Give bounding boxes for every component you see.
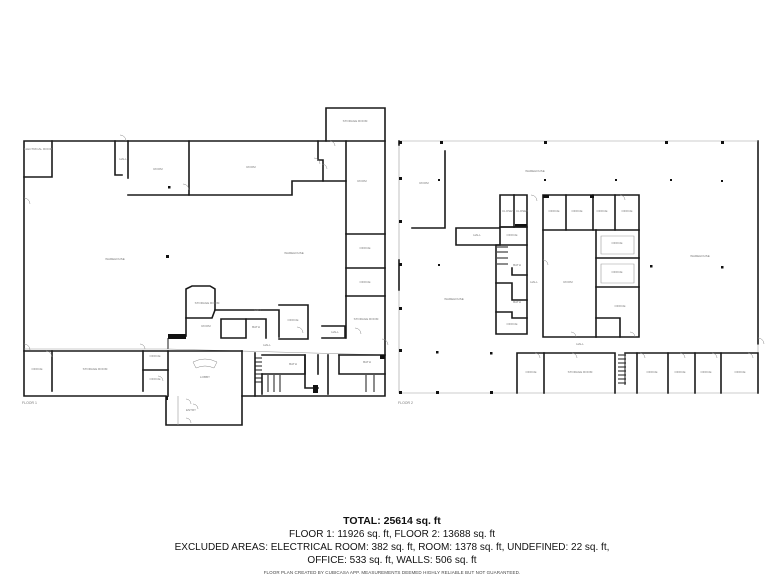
room-label: WAREHOUSE <box>444 297 464 301</box>
excluded-areas: EXCLUDED AREAS: ELECTRICAL ROOM: 382 sq.… <box>174 542 610 553</box>
room-label: WAREHOUSE <box>284 251 304 255</box>
room-label: OFFICE <box>288 318 299 322</box>
room-label: BATH <box>513 300 521 304</box>
room-label: OFFICE <box>32 367 43 371</box>
room-label: OFFICE <box>612 270 623 274</box>
room-label: OFFICE <box>612 241 623 245</box>
room-label: OFFICE <box>597 209 608 213</box>
room-label: STORAGE ROOM <box>195 301 220 305</box>
room-label: STORAGE ROOM <box>568 370 593 374</box>
room-label: CLOSET <box>516 209 528 213</box>
room-label: LOBBY <box>200 375 210 379</box>
total-area: TOTAL: 25614 sq. ft <box>343 515 441 527</box>
room-label: CLOSET <box>502 209 514 213</box>
room-label: OFFICE <box>150 377 161 381</box>
room-label: STORAGE ROOM <box>343 119 368 123</box>
room-label: HALL <box>254 308 262 312</box>
floor-2-label: FLOOR 2 <box>398 401 413 405</box>
floor-areas: FLOOR 1: 11926 sq. ft, FLOOR 2: 13688 sq… <box>288 529 496 540</box>
room-label: ROOM <box>201 324 211 328</box>
room-label: STORAGE ROOM <box>83 367 108 371</box>
floor-2-outer-wall <box>398 140 759 394</box>
floor-1-plan: ELECTRICAL ROOM HALL ROOM ROOM STORAGE ROOM R… <box>23 107 389 426</box>
room-label: STORAGE ROOM <box>354 317 379 321</box>
room-label: BATH <box>363 360 371 364</box>
room-label: WAREHOUSE <box>690 254 710 258</box>
door-icons <box>23 134 389 424</box>
floor-1-label: FLOOR 1 <box>22 401 37 405</box>
stairs-icon <box>618 353 626 385</box>
disclaimer: FLOOR PLAN CREATED BY CUBICASA APP. MEAS… <box>263 570 521 575</box>
room-label: OFFICE <box>647 370 658 374</box>
room-label: OFFICE <box>507 322 518 326</box>
door-icons <box>530 194 765 359</box>
room-label: ENTRY <box>186 408 196 412</box>
room-label: BATH <box>252 325 260 329</box>
room-label: HALL <box>331 330 339 334</box>
room-label: OFFICE <box>735 370 746 374</box>
room-label: HALL <box>473 233 481 237</box>
room-label: ELECTRICAL ROOM <box>24 147 53 151</box>
room-label: HALL <box>119 157 127 161</box>
room-label: OFFICE <box>675 370 686 374</box>
room-label: WAREHOUSE <box>105 257 125 261</box>
room-label: OFFICE <box>507 233 518 237</box>
room-label: OFFICE <box>615 304 626 308</box>
room-label: ROOM <box>357 179 367 183</box>
column-markers <box>399 141 724 394</box>
room-label: ROOM <box>246 165 256 169</box>
room-label: OFFICE <box>701 370 712 374</box>
room-label: WAREHOUSE <box>525 169 545 173</box>
room-label: ROOM <box>153 167 163 171</box>
room-label: ROOM <box>563 280 573 284</box>
room-label: HALL <box>576 342 584 346</box>
room-label: OFFICE <box>572 209 583 213</box>
room-label: HALL <box>263 343 271 347</box>
stairs-icon <box>255 357 262 383</box>
floor-1-room-labels: ELECTRICAL ROOM HALL ROOM ROOM STORAGE ROOM R… <box>24 119 379 412</box>
room-label: BATH <box>513 263 521 267</box>
room-label: OFFICE <box>526 370 537 374</box>
room-label: ROOM <box>419 181 429 185</box>
room-label: OFFICE <box>549 209 560 213</box>
excluded-areas-continued: OFFICE: 533 sq. ft, WALLS: 506 sq. ft <box>307 555 477 566</box>
room-label: OFFICE <box>360 280 371 284</box>
room-label: OFFICE <box>360 246 371 250</box>
room-label: OFFICE <box>150 354 161 358</box>
room-label: OFFICE <box>622 209 633 213</box>
room-label: BATH <box>289 362 297 366</box>
room-label: HALL <box>530 280 538 284</box>
